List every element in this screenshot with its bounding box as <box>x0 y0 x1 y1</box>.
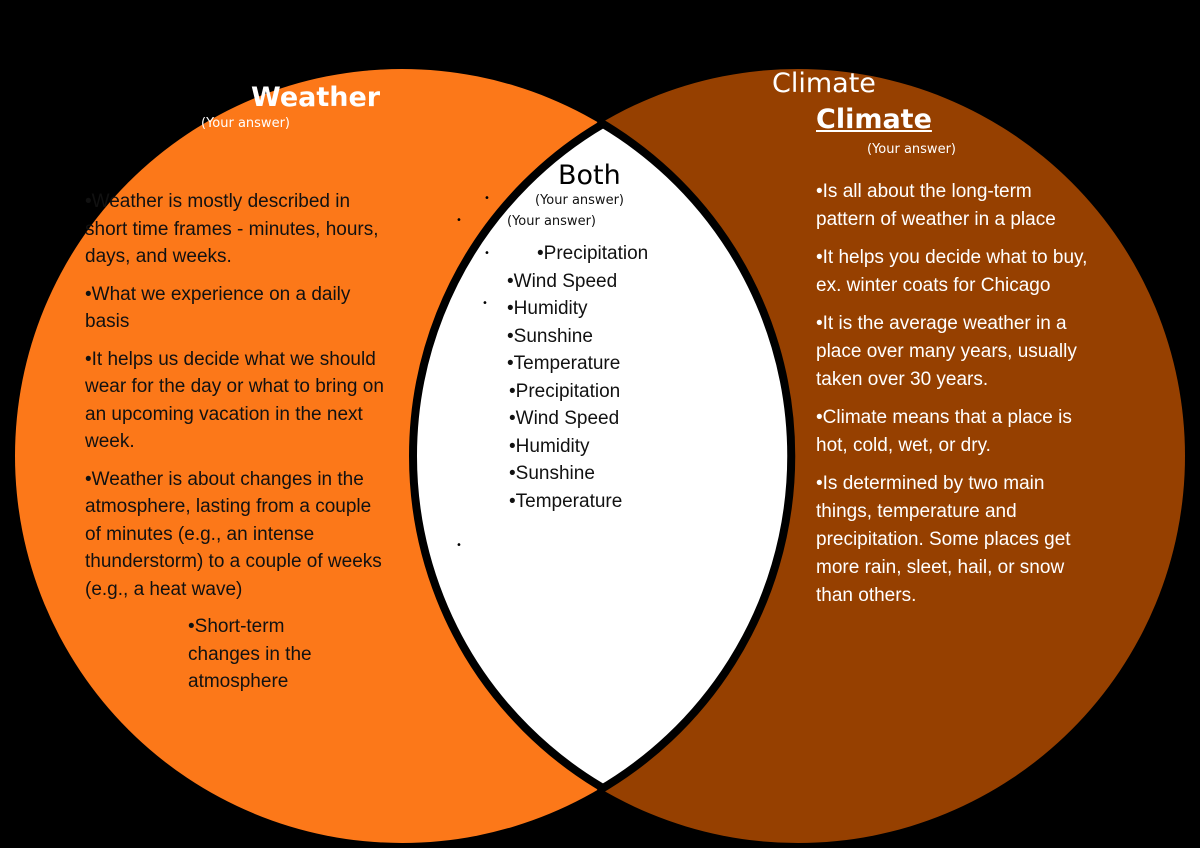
both-intersection <box>411 69 789 843</box>
climate-answer: (Your answer) <box>867 142 956 157</box>
both-answer-1: (Your answer) <box>535 193 624 208</box>
weather-extra-bullet: •Short-term changes in the atmosphere <box>188 616 312 692</box>
weather-answer: (Your answer) <box>201 116 290 131</box>
both-item: •Sunshine <box>509 463 595 484</box>
both-item: •Temperature <box>507 353 621 374</box>
both-item: •Wind Speed <box>509 408 620 429</box>
climate-bullet: •Is all about the long-term pattern of w… <box>816 181 1056 230</box>
both-item: •Sunshine <box>507 325 593 347</box>
bullet-dot: • <box>456 215 462 226</box>
both-outline-left <box>595 117 796 795</box>
both-lists: •Precipitation •Wind Speed •Humidity •Su… <box>507 240 648 515</box>
weather-title: Weather <box>251 82 381 113</box>
both-item: •Temperature <box>509 490 623 512</box>
climate-bullet: •Is determined by two main things, tempe… <box>816 473 1071 606</box>
both-item: •Wind Speed <box>507 270 618 292</box>
both-item: •Precipitation <box>509 380 621 402</box>
weather-bullet: •What we experience on a daily basis <box>85 283 351 333</box>
climate-bullet: •It helps you decide what to buy, ex. wi… <box>816 247 1088 296</box>
climate-title: Climate <box>816 104 932 135</box>
bullet-dot: • <box>456 540 462 551</box>
weather-bullet: •It helps us decide what we should wear … <box>85 348 384 453</box>
weather-bullets: •Weather is mostly described in short ti… <box>85 188 385 706</box>
climate-bullet: •Climate means that a place is hot, cold… <box>816 407 1072 456</box>
bullet-dot: • <box>484 248 490 259</box>
climate-bullet: •It is the average weather in a place ov… <box>816 313 1077 390</box>
bullet-dot: • <box>482 298 488 309</box>
both-item: •Humidity <box>509 435 590 457</box>
both-list-a: •Precipitation •Wind Speed •Humidity •Su… <box>507 240 648 378</box>
climate-bullets: •Is all about the long-term pattern of w… <box>816 178 1088 620</box>
climate-title-plain: Climate <box>772 68 876 99</box>
both-title: Both <box>558 160 621 191</box>
both-answer-2: (Your answer) <box>507 214 596 229</box>
both-item: •Precipitation <box>537 243 649 264</box>
bullet-dot: • <box>484 193 490 204</box>
both-list-b: •Precipitation •Wind Speed •Humidity •Su… <box>507 378 648 516</box>
both-item: •Humidity <box>507 298 588 319</box>
weather-bullet: •Weather is about changes in the atmosph… <box>85 468 382 600</box>
weather-bullet: •Weather is mostly described in short ti… <box>85 191 379 267</box>
both-outline-right <box>409 69 789 843</box>
